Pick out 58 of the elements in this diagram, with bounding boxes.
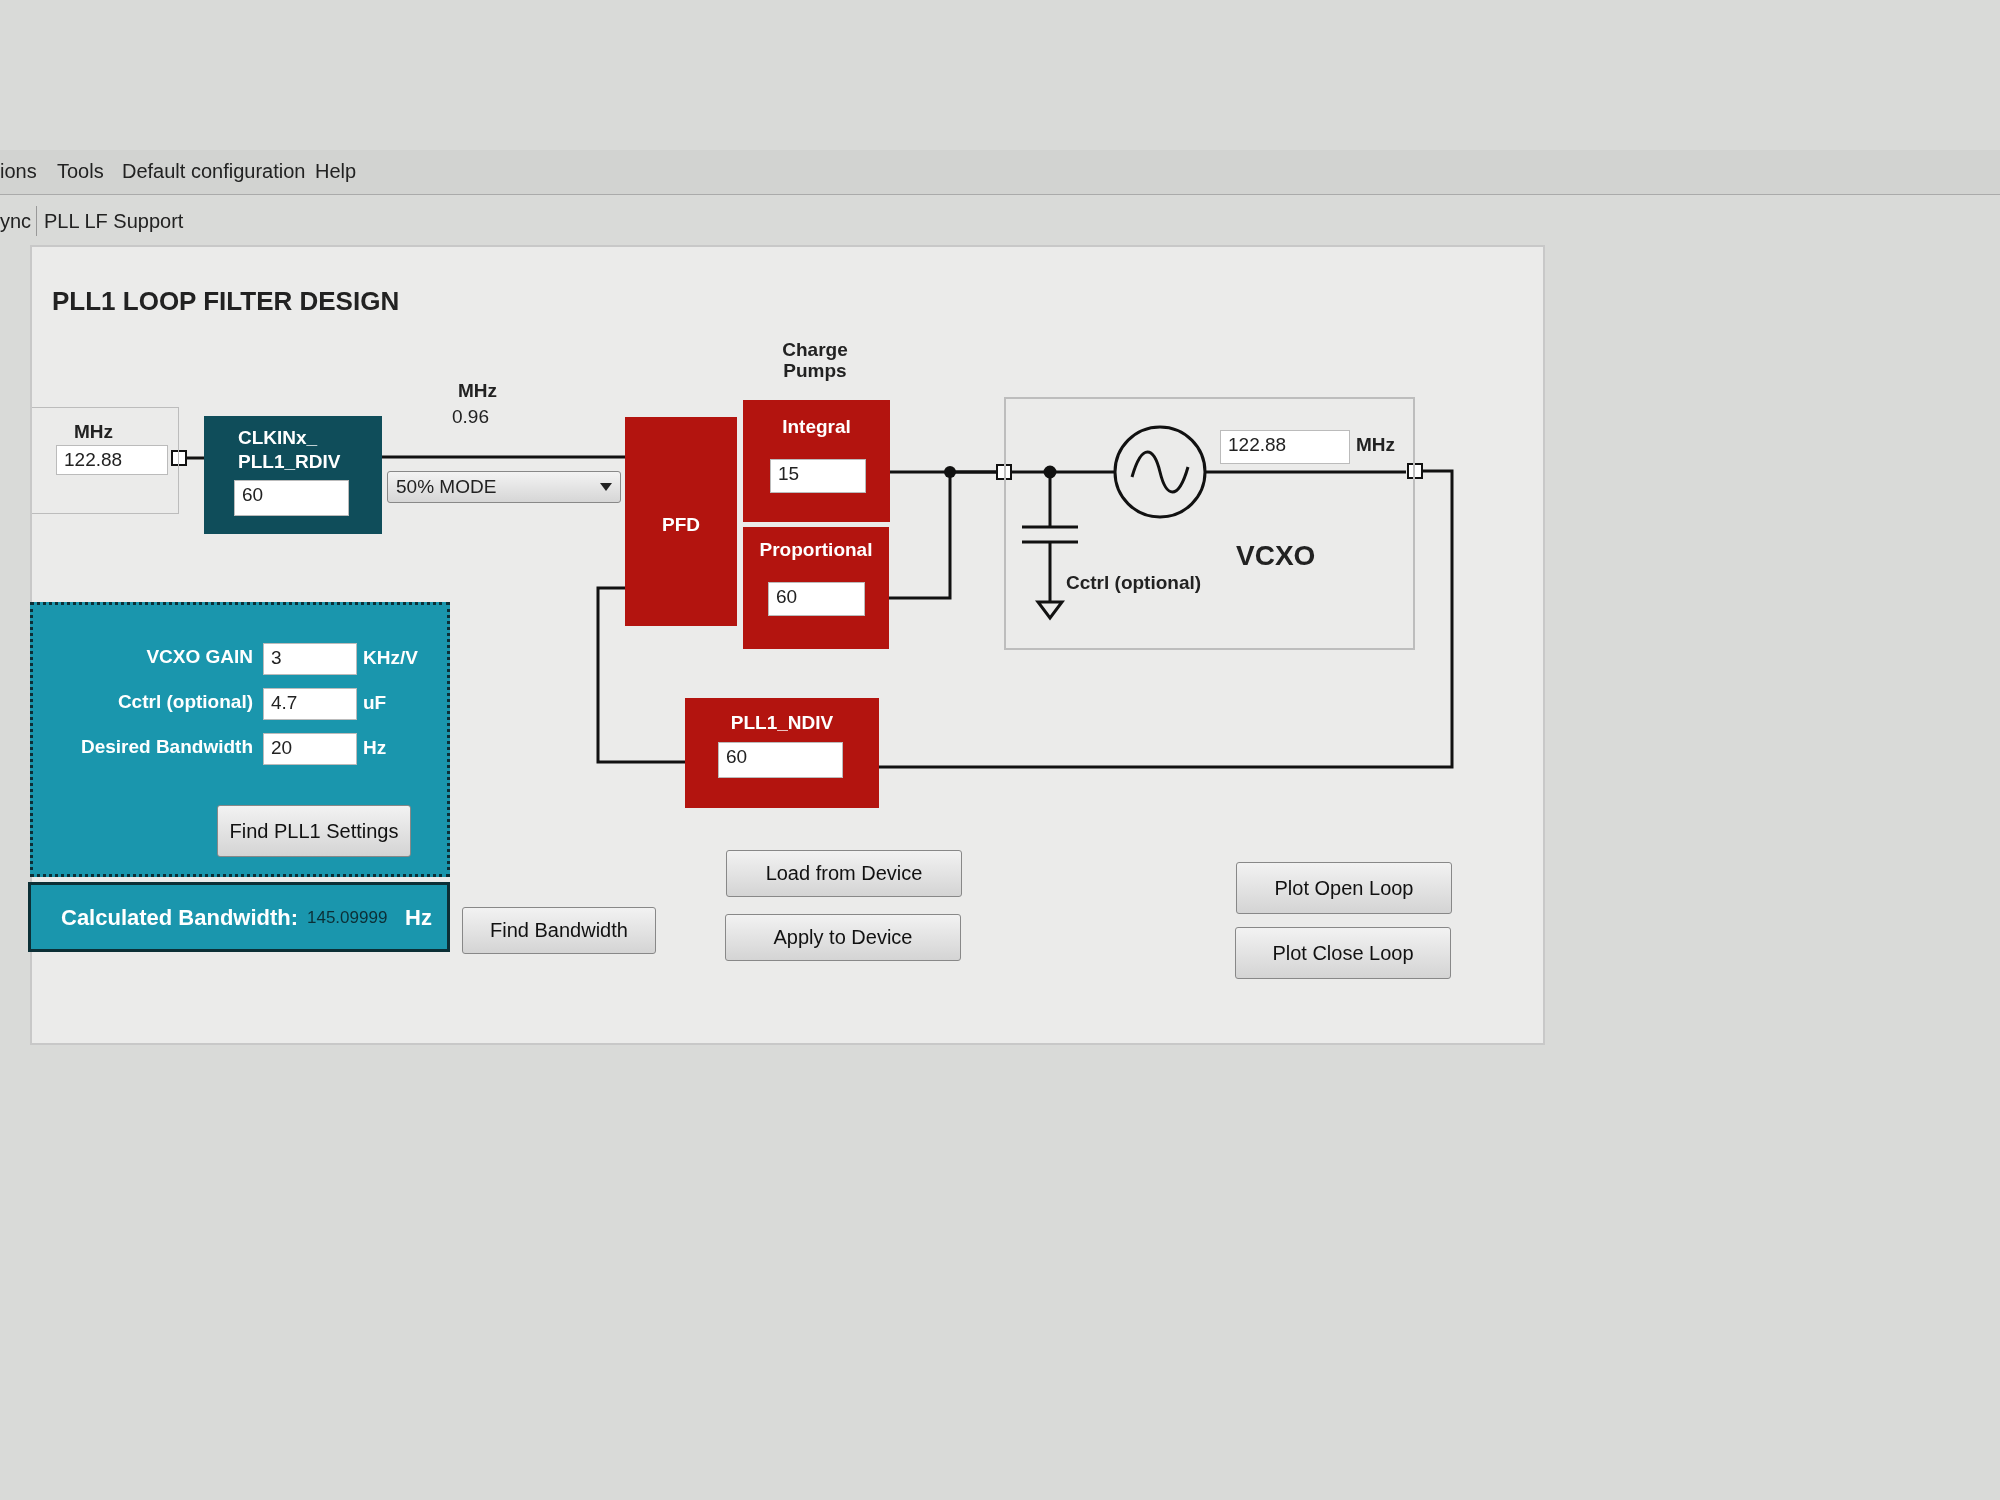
charge-pump-block [743,527,889,649]
mode-dropdown: 50% MODE [387,471,621,503]
design-panel [30,245,1545,1045]
input-field: 122.88 [56,445,168,475]
tab-label: PLL LF Support [44,210,184,233]
block-label: PLL1_NDIV [729,712,835,735]
component-label: Cctrl (optional) [1066,572,1203,595]
field-label: Desired Bandwidth [79,736,253,759]
menu-item: Tools [57,160,104,183]
find-bandwidth-button: Find Bandwidth [462,907,656,954]
field-label: VCXO GAIN [145,646,253,669]
unit-label: MHz [1356,434,1397,457]
frequency-value: 0.96 [452,406,489,428]
menu-item: Default configuration [122,160,306,183]
unit-label: Hz [405,905,433,932]
plot-button: Plot Open Loop [1236,862,1452,914]
input-field: 60 [768,582,865,616]
input-field: 122.88 [1220,430,1350,464]
block-label: Integral [781,416,852,439]
bandwidth-result-bar [28,882,450,952]
menu-item: ions [0,160,37,183]
result-value: 145.09999 [307,908,389,929]
unit-label: uF [363,692,388,715]
connector-line [596,586,685,764]
field-label: Cctrl (optional) [116,691,253,714]
input-field: 20 [263,733,357,765]
tab-label: ync [0,210,32,233]
result-label: Calculated Bandwidth: [61,905,300,932]
pfd-block [625,417,737,626]
divider-block [204,416,382,534]
input-field: 60 [234,480,349,516]
input-field: 4.7 [263,688,357,720]
unit-label: KHz/V [363,647,419,670]
input-field: 3 [263,643,357,675]
input-field: 15 [770,459,866,493]
loop-settings-panel [30,602,450,877]
panel-title: PLL1 LOOP FILTER DESIGN [52,287,401,318]
connector-line [382,455,625,459]
group-heading: Charge Pumps [781,340,849,382]
menu-item: Help [315,160,357,183]
unit-label: Hz [363,737,388,760]
vcxo-block [1004,397,1415,650]
unit-label: MHz [458,380,498,402]
input-field: 60 [718,742,843,778]
plot-button: Plot Close Loop [1235,927,1451,979]
settings-button: Find PLL1 Settings [217,805,411,857]
apply-button: Apply to Device [725,914,961,961]
connector-line [879,463,1454,769]
divider-block [685,698,879,808]
unit-label: MHz [74,421,115,444]
frequency-input-box [32,407,179,514]
charge-pump-block [743,400,890,522]
block-label: PFD [661,514,701,537]
block-label: Proportional [758,539,874,562]
block-label: CLKINx_ PLL1_RDIV [238,426,342,474]
block-title: VCXO [1236,540,1317,573]
load-button: Load from Device [726,850,962,897]
connector-line [171,450,204,466]
